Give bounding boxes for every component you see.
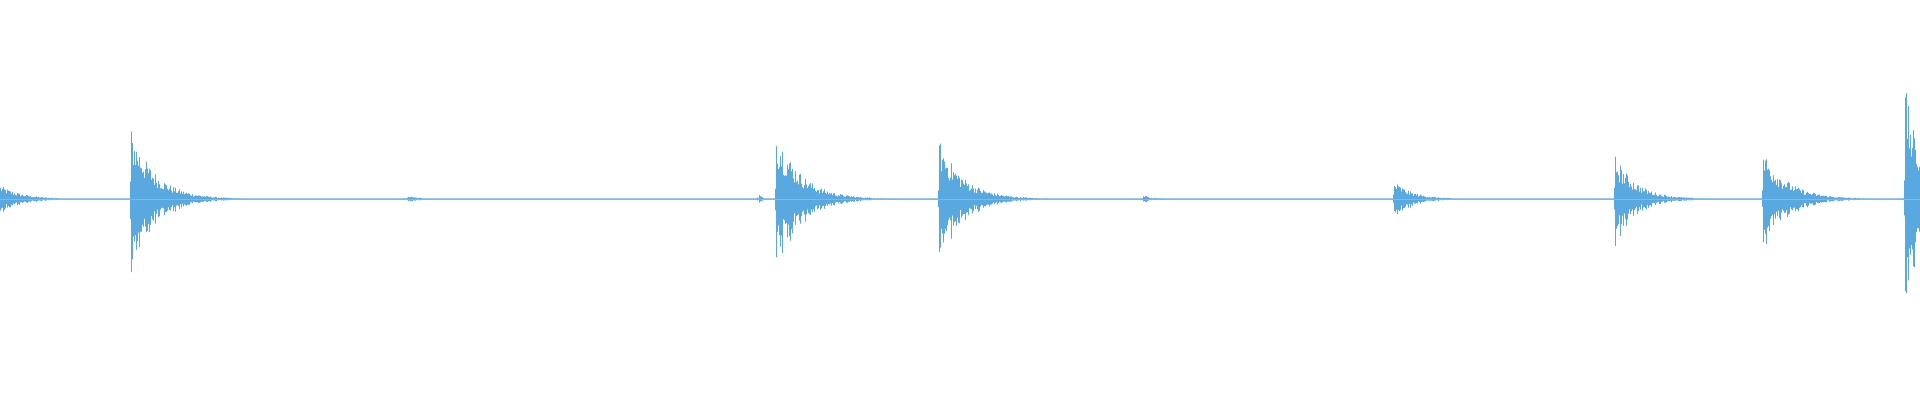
waveform-peaks [0, 93, 1920, 294]
waveform-peak-path [0, 93, 1920, 294]
